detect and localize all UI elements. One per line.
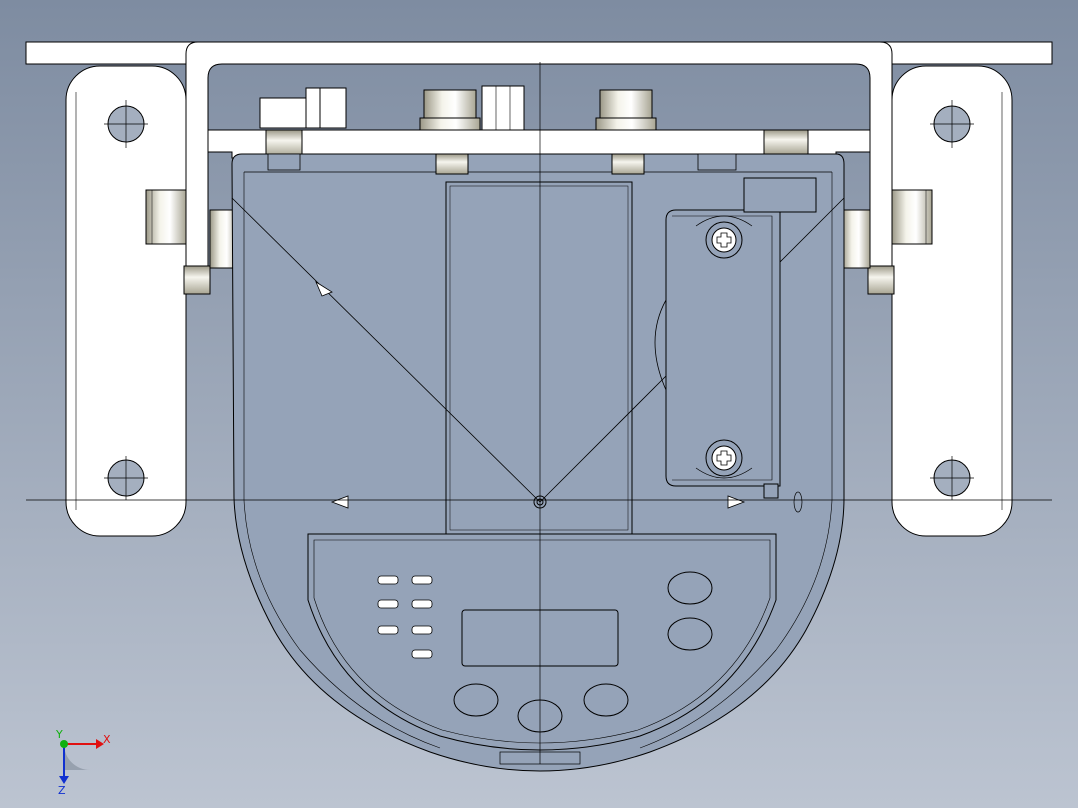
origin-point	[533, 495, 547, 509]
sensor-housing	[231, 153, 845, 772]
triad-y-label: Y	[55, 728, 63, 741]
right-bracket	[891, 65, 1013, 537]
left-bracket	[65, 65, 187, 537]
triad-x-label: X	[103, 733, 111, 746]
panel-button-3	[583, 683, 629, 717]
screw-bottom	[705, 439, 743, 477]
connector-right	[595, 89, 657, 131]
connector-center	[419, 85, 525, 131]
triad-z-label: Z	[58, 784, 66, 797]
left-knob	[145, 189, 239, 269]
side-cover	[665, 209, 781, 487]
led-indicators	[377, 575, 433, 659]
coordinate-triad: X Y Z	[55, 728, 111, 797]
centerlines	[26, 62, 1052, 764]
panel-button-1	[453, 683, 499, 717]
center-window	[445, 181, 633, 535]
panel-buttons	[453, 571, 713, 733]
screw-top	[705, 221, 743, 259]
u-frame	[183, 41, 895, 295]
right-knob	[841, 189, 933, 269]
connector-left	[259, 87, 347, 129]
panel-button-5	[667, 617, 713, 651]
panel-button-4	[667, 571, 713, 605]
